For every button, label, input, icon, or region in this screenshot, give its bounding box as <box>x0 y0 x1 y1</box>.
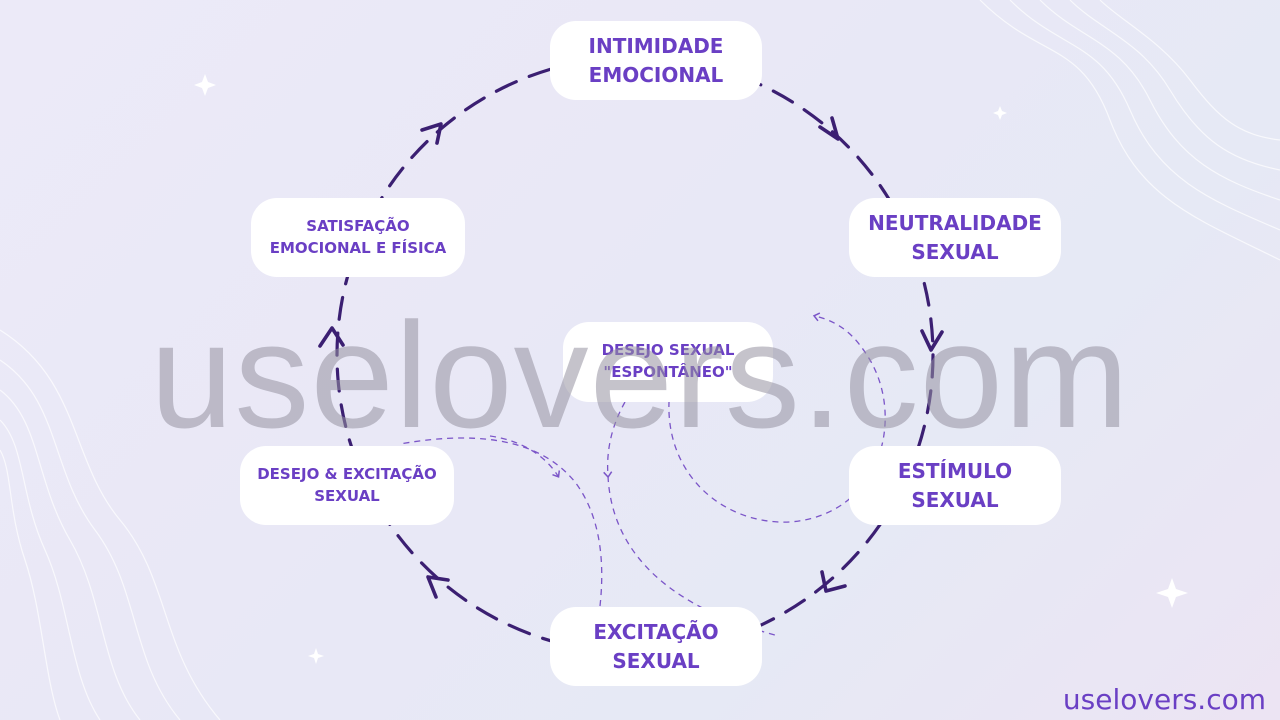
node-satisfacao: SATISFAÇÃO EMOCIONAL E FÍSICA <box>251 198 465 277</box>
node-desejo-espontaneo: DESEJO SEXUAL "ESPONTÂNEO" <box>563 322 773 402</box>
arrowhead-icon <box>426 575 450 599</box>
arrowhead-icon <box>820 570 847 593</box>
brand-link[interactable]: uselovers.com <box>1062 683 1266 716</box>
arrowhead-icon <box>420 122 443 145</box>
excitation-arrow <box>489 435 561 478</box>
node-line: NEUTRALIDADE <box>868 210 1042 235</box>
arrowhead-icon <box>920 329 944 352</box>
sparkle-icon <box>993 106 1007 120</box>
spontaneous-loop-arrow <box>668 312 886 523</box>
node-line: INTIMIDADE <box>588 33 724 58</box>
arrowhead-icon <box>818 116 840 141</box>
excitation-to-desire-line <box>399 437 603 607</box>
node-line: SEXUAL <box>612 648 700 673</box>
node-line: ESTÍMULO <box>897 458 1013 483</box>
node-line: DESEJO SEXUAL <box>601 341 735 360</box>
node-line: EXCITAÇÃO <box>593 619 719 644</box>
sparkle-icon <box>194 74 216 96</box>
node-line: "ESPONTÂNEO" <box>603 363 733 381</box>
node-line: SEXUAL <box>911 487 999 512</box>
node-estimulo-sexual: ESTÍMULO SEXUAL <box>849 446 1061 525</box>
node-neutralidade-sexual: NEUTRALIDADE SEXUAL <box>849 198 1061 277</box>
node-excitacao-sexual: EXCITAÇÃO SEXUAL <box>550 607 762 686</box>
node-line: EMOCIONAL E FÍSICA <box>269 238 447 257</box>
node-intimidade-emocional: INTIMIDADE EMOCIONAL <box>550 21 762 100</box>
node-line: SEXUAL <box>314 486 380 505</box>
desire-arrow <box>603 401 626 479</box>
node-line: DESEJO & EXCITAÇÃO <box>257 464 437 483</box>
node-line: EMOCIONAL <box>588 62 724 87</box>
node-line: SATISFAÇÃO <box>306 216 410 235</box>
sparkle-icon <box>1156 578 1188 608</box>
sparkle-icon <box>308 648 324 664</box>
node-line: SEXUAL <box>911 239 999 264</box>
node-desejo-excitacao-sexual: DESEJO & EXCITAÇÃO SEXUAL <box>240 446 454 525</box>
arrowhead-icon <box>318 326 345 348</box>
